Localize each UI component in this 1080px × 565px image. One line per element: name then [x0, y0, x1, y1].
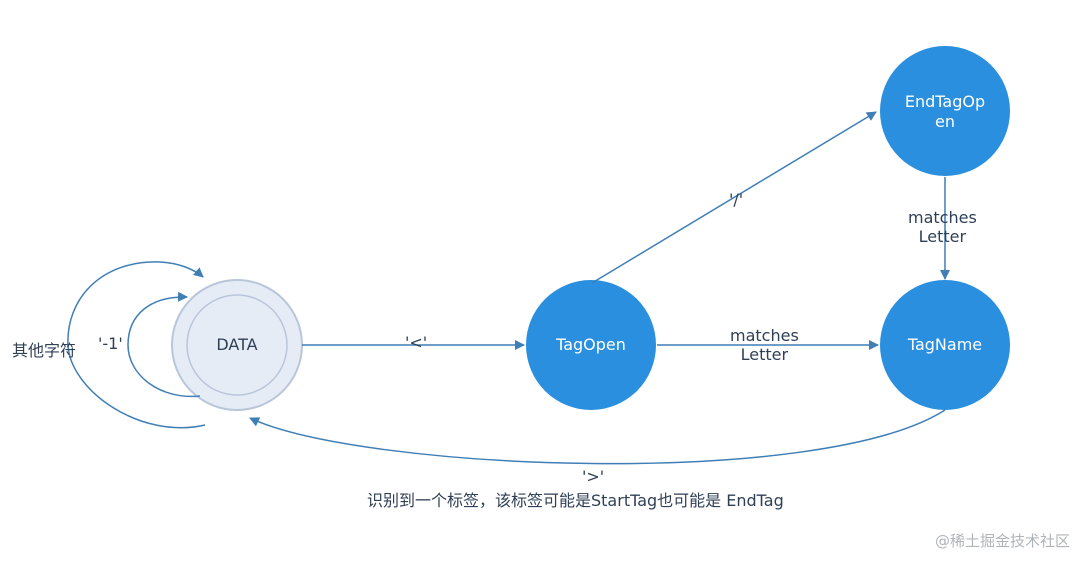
edge-label-matches-letter-endtag: matches Letter: [908, 208, 977, 246]
edge-self-loop-inner: [127, 291, 201, 398]
watermark: @稀土掘金技术社区: [934, 532, 1070, 550]
node-end-tag-open: [880, 46, 1010, 176]
node-tag-open: [526, 280, 656, 410]
edge-label-matches-letter-tagname: matches Letter: [730, 326, 799, 364]
edge-self-loop-outer: [67, 261, 206, 429]
edge-label-lt: '<': [405, 333, 428, 352]
node-tag-name: [880, 280, 1010, 410]
node-tag-open-label: TagOpen: [556, 335, 626, 354]
node-end-tag-open-label: EndTagOp en: [904, 92, 986, 131]
caption: 识别到一个标签，该标签可能是StartTag也可能是 EndTag: [367, 491, 784, 510]
node-tag-name-label: TagName: [907, 335, 983, 354]
node-data-inner: [186, 294, 288, 396]
edge-tagopen-to-endtagopen: [591, 111, 877, 284]
edge-tagname-to-data: [249, 409, 946, 465]
edge-label-gt: '>': [582, 467, 605, 486]
node-data-label: DATA: [216, 335, 258, 354]
edge-label-other-chars: 其他字符: [12, 341, 77, 360]
edge-label-minus-one: '-1': [98, 334, 123, 353]
edge-label-slash: '/': [729, 190, 744, 209]
